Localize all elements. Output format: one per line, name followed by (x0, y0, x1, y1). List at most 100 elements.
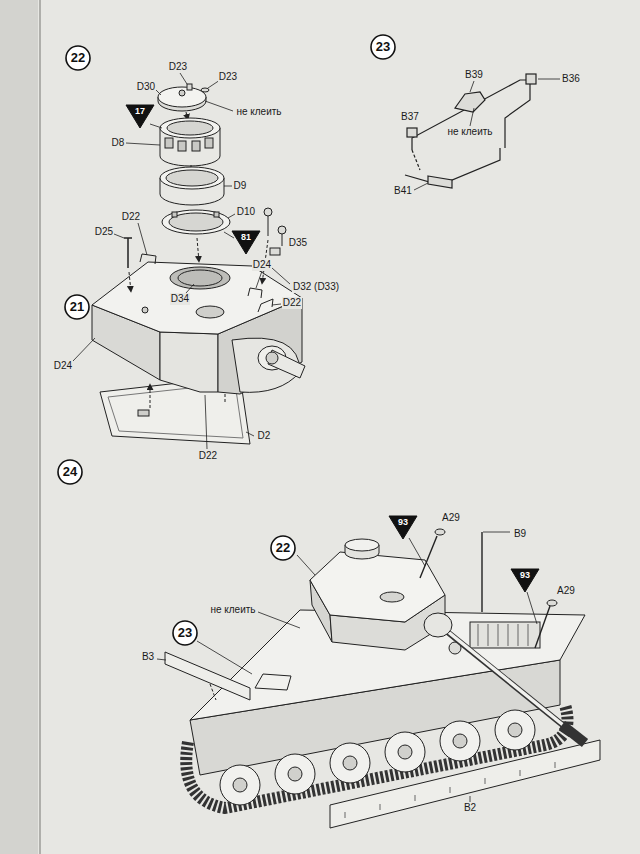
part-number: D35 (288, 237, 308, 249)
tank-assembly (330, 740, 600, 828)
number-circle (65, 295, 89, 319)
leader-line (272, 304, 281, 305)
callout-number: 24 (63, 465, 77, 479)
tank-assembly (495, 710, 535, 750)
part-number: A29 (556, 585, 576, 597)
turret-assembly (187, 84, 192, 90)
turret-assembly (166, 170, 218, 186)
turret-assembly (264, 208, 272, 216)
tank-assembly (547, 600, 557, 606)
tank-assembly (385, 732, 425, 772)
turret-assembly (201, 88, 209, 92)
turret-assembly (214, 212, 219, 217)
leader-line (483, 532, 510, 533)
part-number: B9 (513, 528, 527, 540)
paint-callout: 17 (125, 104, 155, 129)
part-number: D24 (53, 360, 73, 372)
tank-assembly (440, 721, 480, 761)
turret-assembly (150, 384, 151, 408)
leader-line (414, 79, 560, 190)
callout-number: 93 (520, 571, 530, 581)
turret-assembly (169, 213, 223, 231)
leader-line (527, 592, 537, 624)
turret-assembly (196, 306, 224, 318)
leader-line (256, 271, 262, 288)
part-number: B39 (464, 69, 484, 81)
callout-number: 22 (276, 541, 290, 555)
rail-assembly (526, 74, 536, 84)
turret-assembly (205, 138, 213, 148)
part-number: B3 (141, 651, 155, 663)
turret-assembly (192, 141, 200, 151)
leader-line (272, 268, 290, 284)
part-number: B41 (393, 185, 413, 197)
turret-assembly (258, 299, 273, 312)
tank-assembly (380, 592, 404, 602)
turret-assembly (268, 216, 269, 236)
leader-line (114, 234, 124, 238)
number-circle (271, 536, 295, 560)
part-number: D8 (111, 137, 126, 149)
step-reference: 22 (270, 535, 296, 561)
turret-assembly (179, 90, 185, 96)
tank-assembly (210, 684, 216, 700)
paint-triangle (511, 569, 539, 592)
leader-line (538, 79, 560, 80)
tank-assembly (424, 613, 452, 637)
part-number: B37 (400, 111, 420, 123)
callout-number: 22 (71, 51, 85, 65)
leader-line (157, 532, 537, 802)
leader-line (180, 73, 187, 84)
leader-line (197, 641, 252, 674)
step-reference: 23 (172, 620, 198, 646)
part-number: D23 (218, 71, 238, 83)
paint-callout: 81 (231, 230, 261, 255)
turret-assembly (172, 212, 177, 217)
rail-assembly (407, 128, 417, 137)
number-circle (173, 621, 197, 645)
turret-assembly (160, 118, 220, 138)
leader-line (138, 223, 147, 255)
paint-triangle (389, 516, 417, 539)
tank-assembly (445, 630, 575, 735)
rail-assembly (412, 80, 530, 150)
leader-line (258, 612, 300, 628)
leader-line (186, 284, 194, 293)
tank-assembly (345, 762, 555, 818)
turret-assembly (160, 332, 218, 392)
number-circle (66, 46, 90, 70)
step-number: 24 (57, 459, 83, 485)
part-number: D23 (168, 61, 188, 73)
tank-assembly (343, 756, 357, 770)
leader-line (414, 183, 428, 190)
paint-callout: 93 (388, 515, 418, 540)
rail-assembly (455, 92, 485, 112)
turret-assembly (142, 307, 148, 313)
tank-assembly (398, 745, 412, 759)
turret-assembly (170, 267, 230, 289)
part-number: D10 (236, 206, 256, 218)
part-number: D9 (233, 180, 248, 192)
part-number: D24 (252, 259, 272, 271)
leader-line (73, 338, 95, 361)
turret-assembly (92, 84, 305, 444)
turret-assembly (124, 238, 132, 268)
turret-assembly (266, 352, 278, 364)
step-number: 22 (65, 45, 91, 71)
tank-assembly (447, 631, 573, 733)
tank-assembly (330, 743, 370, 783)
leader-line (409, 538, 425, 566)
tank-assembly (233, 778, 247, 792)
step-number: 23 (370, 34, 396, 60)
tank-assembly (470, 622, 540, 648)
paint-callout: 93 (510, 568, 540, 593)
number-circle (371, 35, 395, 59)
turret-assembly (278, 226, 286, 234)
tank-assembly (562, 725, 585, 743)
turret-assembly (270, 248, 280, 255)
page-edge (39, 0, 41, 854)
leader-line (157, 659, 166, 660)
